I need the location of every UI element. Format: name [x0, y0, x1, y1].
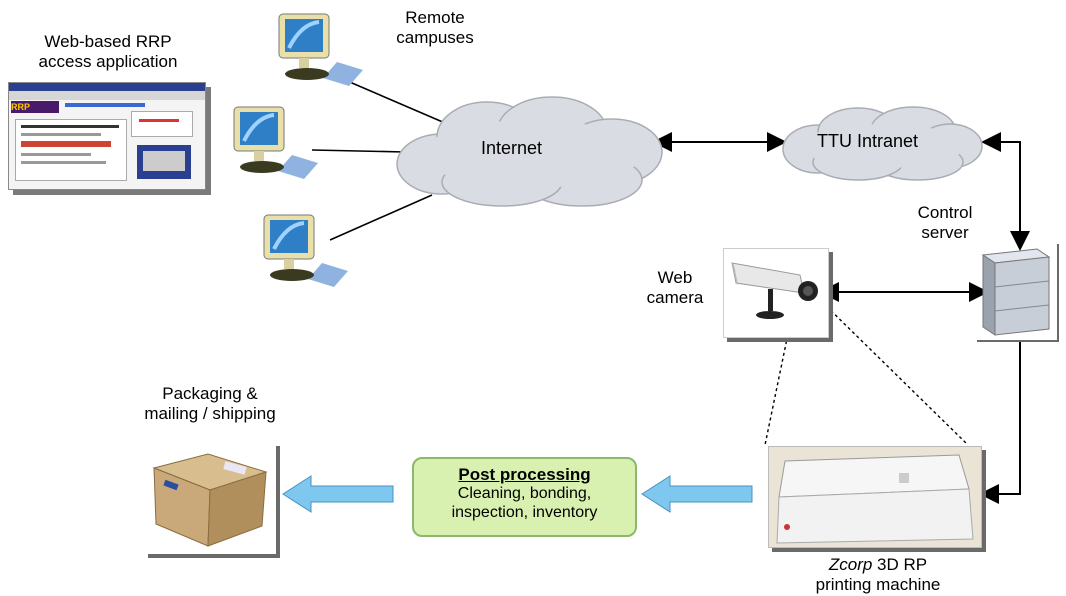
arrow-printer-to-post: [641, 475, 753, 513]
post-processing-title: Post processing: [458, 465, 591, 484]
camera-view-right: [817, 297, 969, 446]
line-monitor-top: [344, 79, 446, 124]
printer-photo: [768, 446, 982, 548]
post-processing-body: Cleaning, bonding, inspection, inventory: [451, 485, 598, 521]
web-app-banner: RRP: [11, 101, 59, 113]
line-monitor-mid: [311, 149, 406, 153]
webcam-photo: [723, 248, 829, 338]
monitor-icon: [263, 214, 348, 287]
internet-label: Internet: [481, 138, 543, 158]
package-photo: [144, 442, 276, 554]
post-processing-box: Post processing Cleaning, bonding, inspe…: [412, 457, 637, 537]
arrow-post-to-package: [282, 475, 394, 513]
line-monitor-bottom: [329, 194, 433, 241]
server-icon: [981, 248, 1051, 336]
server-shadow: [977, 244, 1059, 342]
monitor-icon: [278, 13, 363, 86]
internet-cloud: [396, 96, 663, 207]
control-server-label: Control server: [917, 203, 973, 242]
intranet-label: TTU Intranet: [817, 131, 919, 151]
packaging-label: Packaging & mailing / shipping: [144, 384, 276, 423]
link-server-printer: [979, 340, 1021, 504]
link-intranet-server: [981, 132, 1030, 251]
printer-label: Zcorp 3D RP printing machine: [778, 555, 978, 595]
monitor-icon: [233, 106, 318, 179]
web-app-screenshot: RRP: [8, 82, 206, 190]
remote-campuses-label: Remote campuses: [396, 8, 474, 47]
web-app-label: Web-based RRP access application: [38, 32, 178, 71]
printer-brand: Zcorp: [828, 555, 873, 574]
printer-name: 3D RP printing machine: [815, 555, 941, 594]
web-camera-label: Web camera: [646, 268, 704, 307]
intranet-cloud: [782, 106, 983, 181]
